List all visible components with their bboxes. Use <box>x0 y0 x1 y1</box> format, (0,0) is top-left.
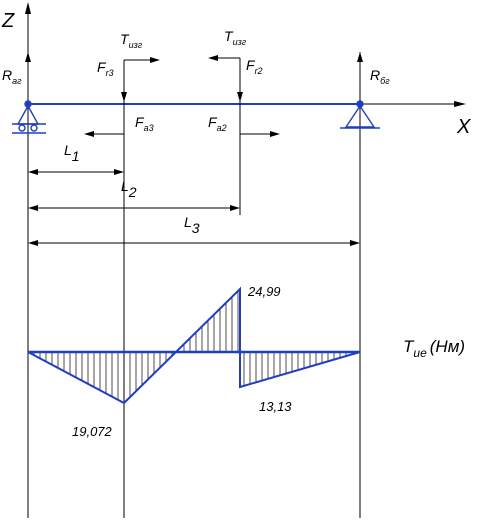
reaction-label-R_ag: Rаг <box>2 67 22 86</box>
moment-diagram-hatching <box>33 290 353 403</box>
moment-arrow-T_izg-left <box>124 57 160 63</box>
dimension-label-L1: L1 <box>64 142 80 164</box>
moment-value-max: 24,99 <box>247 284 281 299</box>
dimension-label-L2: L2 <box>121 178 137 200</box>
moment-value-min: 19,072 <box>72 424 113 439</box>
right-pin-support <box>340 100 380 129</box>
force-label-F_a3: Fа3 <box>135 114 154 133</box>
reaction-arrow-left <box>25 52 31 100</box>
left-roller-support <box>12 100 46 134</box>
force-label-F_r3: Fr3 <box>97 59 114 78</box>
force-arrow-F_r3 <box>121 92 127 102</box>
moment-arrow-T_izg-right <box>208 55 240 61</box>
force-arrow-F_r2 <box>237 92 243 102</box>
z-axis-label: Z <box>1 10 15 32</box>
moment-label-T_izg-right: Tизг <box>224 28 247 47</box>
dimension-label-L3: L3 <box>184 214 200 236</box>
reaction-label-R_bg: Rбг <box>370 67 390 86</box>
moment-diagram <box>27 286 361 405</box>
moment-outline <box>27 286 361 405</box>
reaction-arrow-right <box>357 52 363 62</box>
force-arrow-F_a3 <box>84 131 124 137</box>
force-label-F_r2: Fr2 <box>246 57 263 76</box>
force-arrow-F_a2 <box>240 131 280 137</box>
moment-value-right: 13,13 <box>259 399 292 414</box>
x-axis-label: X <box>456 116 471 138</box>
force-label-F_a2: Fа2 <box>208 114 227 133</box>
dimension-L2 <box>28 205 240 211</box>
dimension-L3 <box>28 240 360 246</box>
moment-diagram-title: Tие(Нм) <box>403 337 465 360</box>
dimension-L1 <box>28 169 124 175</box>
moment-label-T_izg-left: Tизг <box>120 31 143 50</box>
